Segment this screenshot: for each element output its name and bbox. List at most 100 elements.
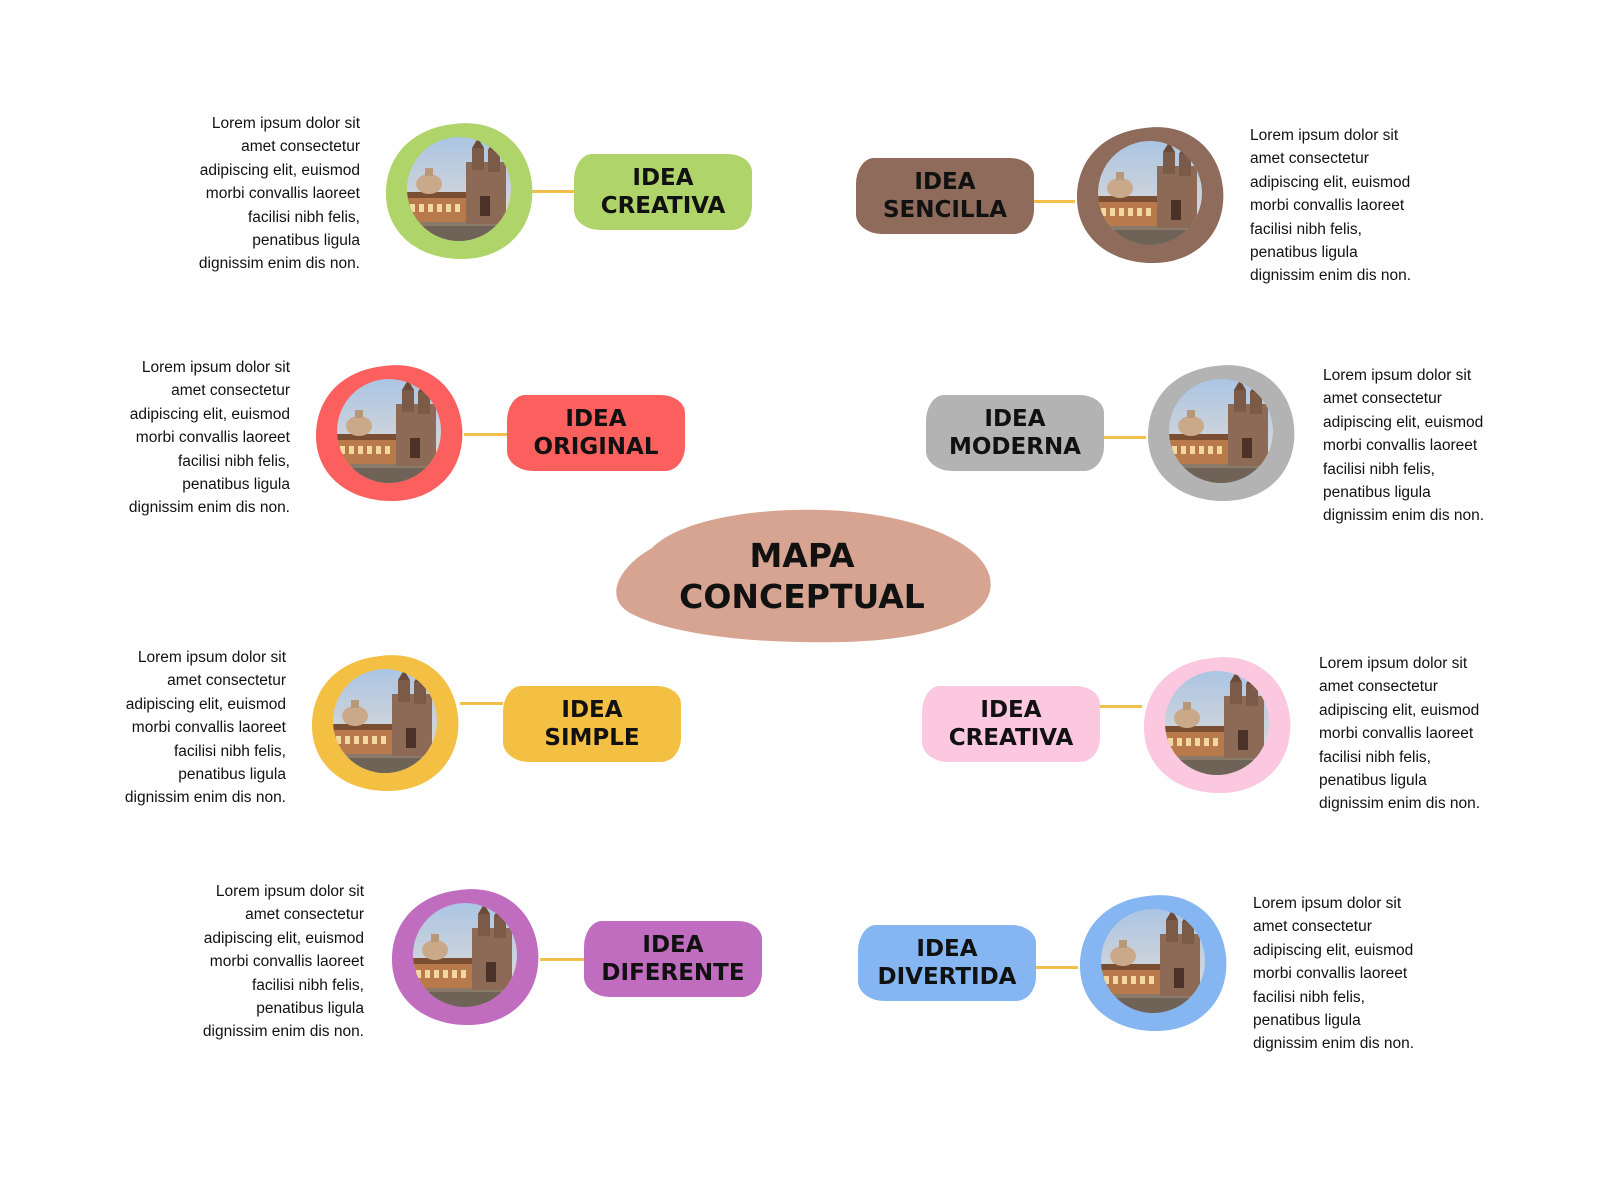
description-line: adipiscing elit, euismod — [203, 929, 364, 947]
description-line: penatibus ligula — [1250, 244, 1358, 262]
label-line1: IDEA — [561, 697, 623, 723]
description-line: adipiscing elit, euismod — [129, 405, 290, 423]
label-line1: IDEA — [980, 697, 1042, 723]
photo-blob-idea-diferente — [390, 884, 540, 1026]
photo-blob-idea-sencilla — [1075, 122, 1225, 264]
description-line: penatibus ligula — [1323, 484, 1431, 502]
cathedral-photo-icon — [1098, 141, 1202, 245]
description-line: dignissim enim dis non. — [1323, 507, 1485, 525]
photo-blob-idea-creativa-green — [384, 118, 534, 260]
description-line: amet consectetur — [245, 906, 364, 924]
label-line2: DIVERTIDA — [877, 964, 1017, 990]
label-line1: IDEA — [642, 932, 704, 958]
description-line: adipiscing elit, euismod — [1323, 413, 1484, 431]
description-line: Lorem ipsum dolor sit — [215, 883, 364, 900]
description-idea-moderna: Lorem ipsum dolor sit amet consectetur adi… — [1323, 364, 1513, 528]
label-line2: CREATIVA — [600, 193, 726, 219]
description-line: morbi convallis laoreet — [131, 719, 286, 737]
description-line: Lorem ipsum dolor sit — [1323, 367, 1472, 384]
description-line: dignissim enim dis non. — [1250, 267, 1412, 285]
description-line: morbi convallis laoreet — [1250, 197, 1405, 215]
description-idea-original: Lorem ipsum dolor sit amet consectetur adi… — [100, 356, 290, 520]
description-line: adipiscing elit, euismod — [1250, 173, 1411, 191]
photo-blob-idea-creativa-pink — [1142, 652, 1292, 794]
label-line1: IDEA — [565, 406, 627, 432]
description-line: dignissim enim dis non. — [1253, 1035, 1415, 1053]
description-idea-sencilla: Lorem ipsum dolor sit amet consectetur adi… — [1250, 124, 1440, 288]
label-line1: IDEA — [632, 165, 694, 191]
description-line: penatibus ligula — [178, 766, 286, 784]
label-line1: IDEA — [984, 406, 1046, 432]
connector-line — [1100, 705, 1142, 708]
description-line: morbi convallis laoreet — [135, 429, 290, 447]
label-line1: IDEA — [914, 169, 976, 195]
description-line: amet consectetur — [1319, 678, 1438, 696]
connector-line — [460, 702, 503, 705]
label-line2: MODERNA — [948, 434, 1081, 460]
description-line: amet consectetur — [1253, 918, 1372, 936]
description-line: penatibus ligula — [182, 476, 290, 494]
connector-line — [540, 958, 584, 961]
label-line1: IDEA — [916, 936, 978, 962]
description-line: amet consectetur — [1323, 390, 1442, 408]
description-line: amet consectetur — [1250, 150, 1369, 168]
description-line: Lorem ipsum dolor sit — [1250, 127, 1399, 144]
description-line: facilisi nibh felis, — [1253, 988, 1365, 1006]
description-line: facilisi nibh felis, — [1250, 220, 1362, 238]
description-line: penatibus ligula — [1253, 1012, 1361, 1030]
photo-blob-idea-divertida — [1078, 890, 1228, 1032]
description-line: morbi convallis laoreet — [205, 185, 360, 203]
description-line: dignissim enim dis non. — [198, 255, 360, 273]
description-idea-divertida: Lorem ipsum dolor sit amet consectetur adi… — [1253, 892, 1443, 1056]
center-title-line2: CONCEPTUAL — [679, 576, 925, 616]
description-idea-creativa-green: Lorem ipsum dolor sit amet consectetur adi… — [170, 112, 360, 276]
description-line: morbi convallis laoreet — [1319, 725, 1474, 743]
description-line: Lorem ipsum dolor sit — [141, 359, 290, 376]
photo-blob-idea-moderna — [1146, 360, 1296, 502]
description-line: facilisi nibh felis, — [1323, 460, 1435, 478]
description-line: morbi convallis laoreet — [1323, 437, 1478, 455]
connector-line — [1104, 436, 1146, 439]
description-line: penatibus ligula — [252, 232, 360, 250]
photo-blob-idea-simple — [310, 650, 460, 792]
description-line: Lorem ipsum dolor sit — [1253, 895, 1402, 912]
description-line: amet consectetur — [241, 138, 360, 156]
cathedral-photo-icon — [1169, 379, 1273, 483]
description-line: penatibus ligula — [1319, 772, 1427, 790]
description-line: adipiscing elit, euismod — [199, 161, 360, 179]
description-line: dignissim enim dis non. — [1319, 795, 1481, 813]
description-line: adipiscing elit, euismod — [125, 695, 286, 713]
label-line2: ORIGINAL — [533, 434, 659, 460]
description-line: Lorem ipsum dolor sit — [211, 115, 360, 132]
connector-line — [464, 433, 507, 436]
photo-blob-idea-original — [314, 360, 464, 502]
center-blob-shape — [616, 509, 991, 643]
cathedral-photo-icon — [337, 379, 441, 483]
description-line: facilisi nibh felis, — [1319, 748, 1431, 766]
description-line: amet consectetur — [171, 382, 290, 400]
center-title: MAPA CONCEPTUAL — [612, 508, 992, 643]
description-line: adipiscing elit, euismod — [1253, 941, 1414, 959]
description-line: morbi convallis laoreet — [209, 953, 364, 971]
description-line: facilisi nibh felis, — [248, 208, 360, 226]
description-line: facilisi nibh felis, — [252, 976, 364, 994]
connector-line — [1034, 200, 1075, 203]
description-line: penatibus ligula — [256, 1000, 364, 1018]
center-blob — [612, 508, 992, 643]
label-line2: SIMPLE — [544, 725, 640, 751]
description-line: dignissim enim dis non. — [202, 1023, 364, 1041]
center-title-line1: MAPA — [749, 535, 855, 575]
description-idea-diferente: Lorem ipsum dolor sit amet consectetur adi… — [174, 880, 364, 1044]
label-line2: DIFERENTE — [601, 960, 745, 986]
description-line: Lorem ipsum dolor sit — [137, 649, 286, 666]
